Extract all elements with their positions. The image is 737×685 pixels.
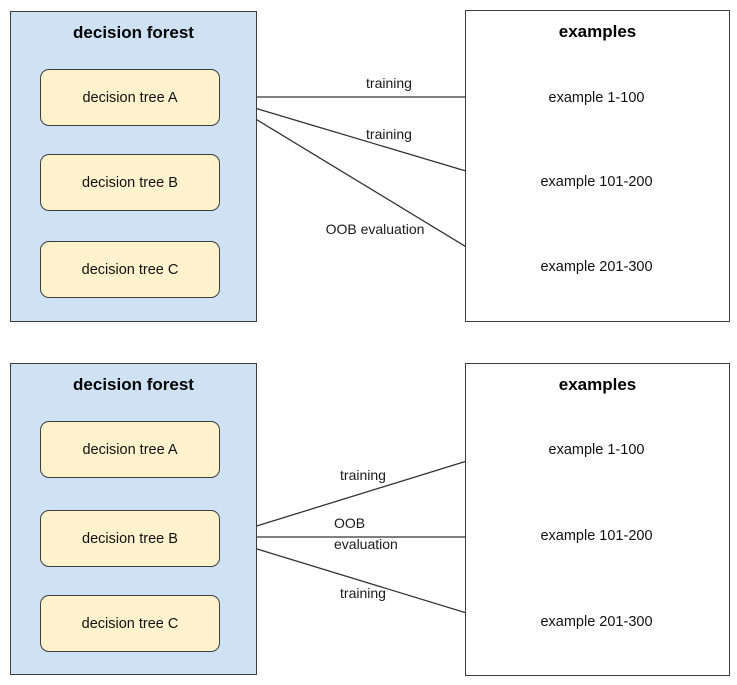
examples-title: examples [558,375,637,394]
tree-box-c: decision tree C [40,595,220,652]
tree-box-a: decision tree A [40,69,220,126]
forest-title: decision forest [73,23,194,42]
examples-panel: examples [465,10,730,322]
arrow-line [220,537,497,623]
tree-box-b: decision tree B [40,510,220,567]
arrow-label-oob-evaluation: OOB evaluation [325,221,425,237]
arrow-label-training: training [340,467,386,483]
arrow-line [220,97,497,266]
example-box-label: example 201-300 [540,614,653,630]
tree-box-c: decision tree C [40,241,220,298]
example-box-label: example 1-100 [548,442,645,458]
arrow-line [220,97,497,181]
arrow-label-oob-evaluation: OOB evaluation [334,515,398,552]
forest-title: decision forest [73,375,194,394]
arrow-label-training: training [366,126,412,142]
examples-title: examples [558,22,637,41]
example-box-label: example 201-300 [540,259,653,275]
example-box-label: example 101-200 [540,528,653,544]
example-box-label: example 1-100 [548,90,645,106]
arrow-line [220,451,497,538]
tree-box-a: decision tree A [40,421,220,478]
arrow-label-training: training [366,75,412,91]
arrow-label-training: training [340,585,386,601]
tree-box-b: decision tree B [40,154,220,211]
example-box-label: example 101-200 [540,174,653,190]
examples-panel: examples [465,363,730,676]
